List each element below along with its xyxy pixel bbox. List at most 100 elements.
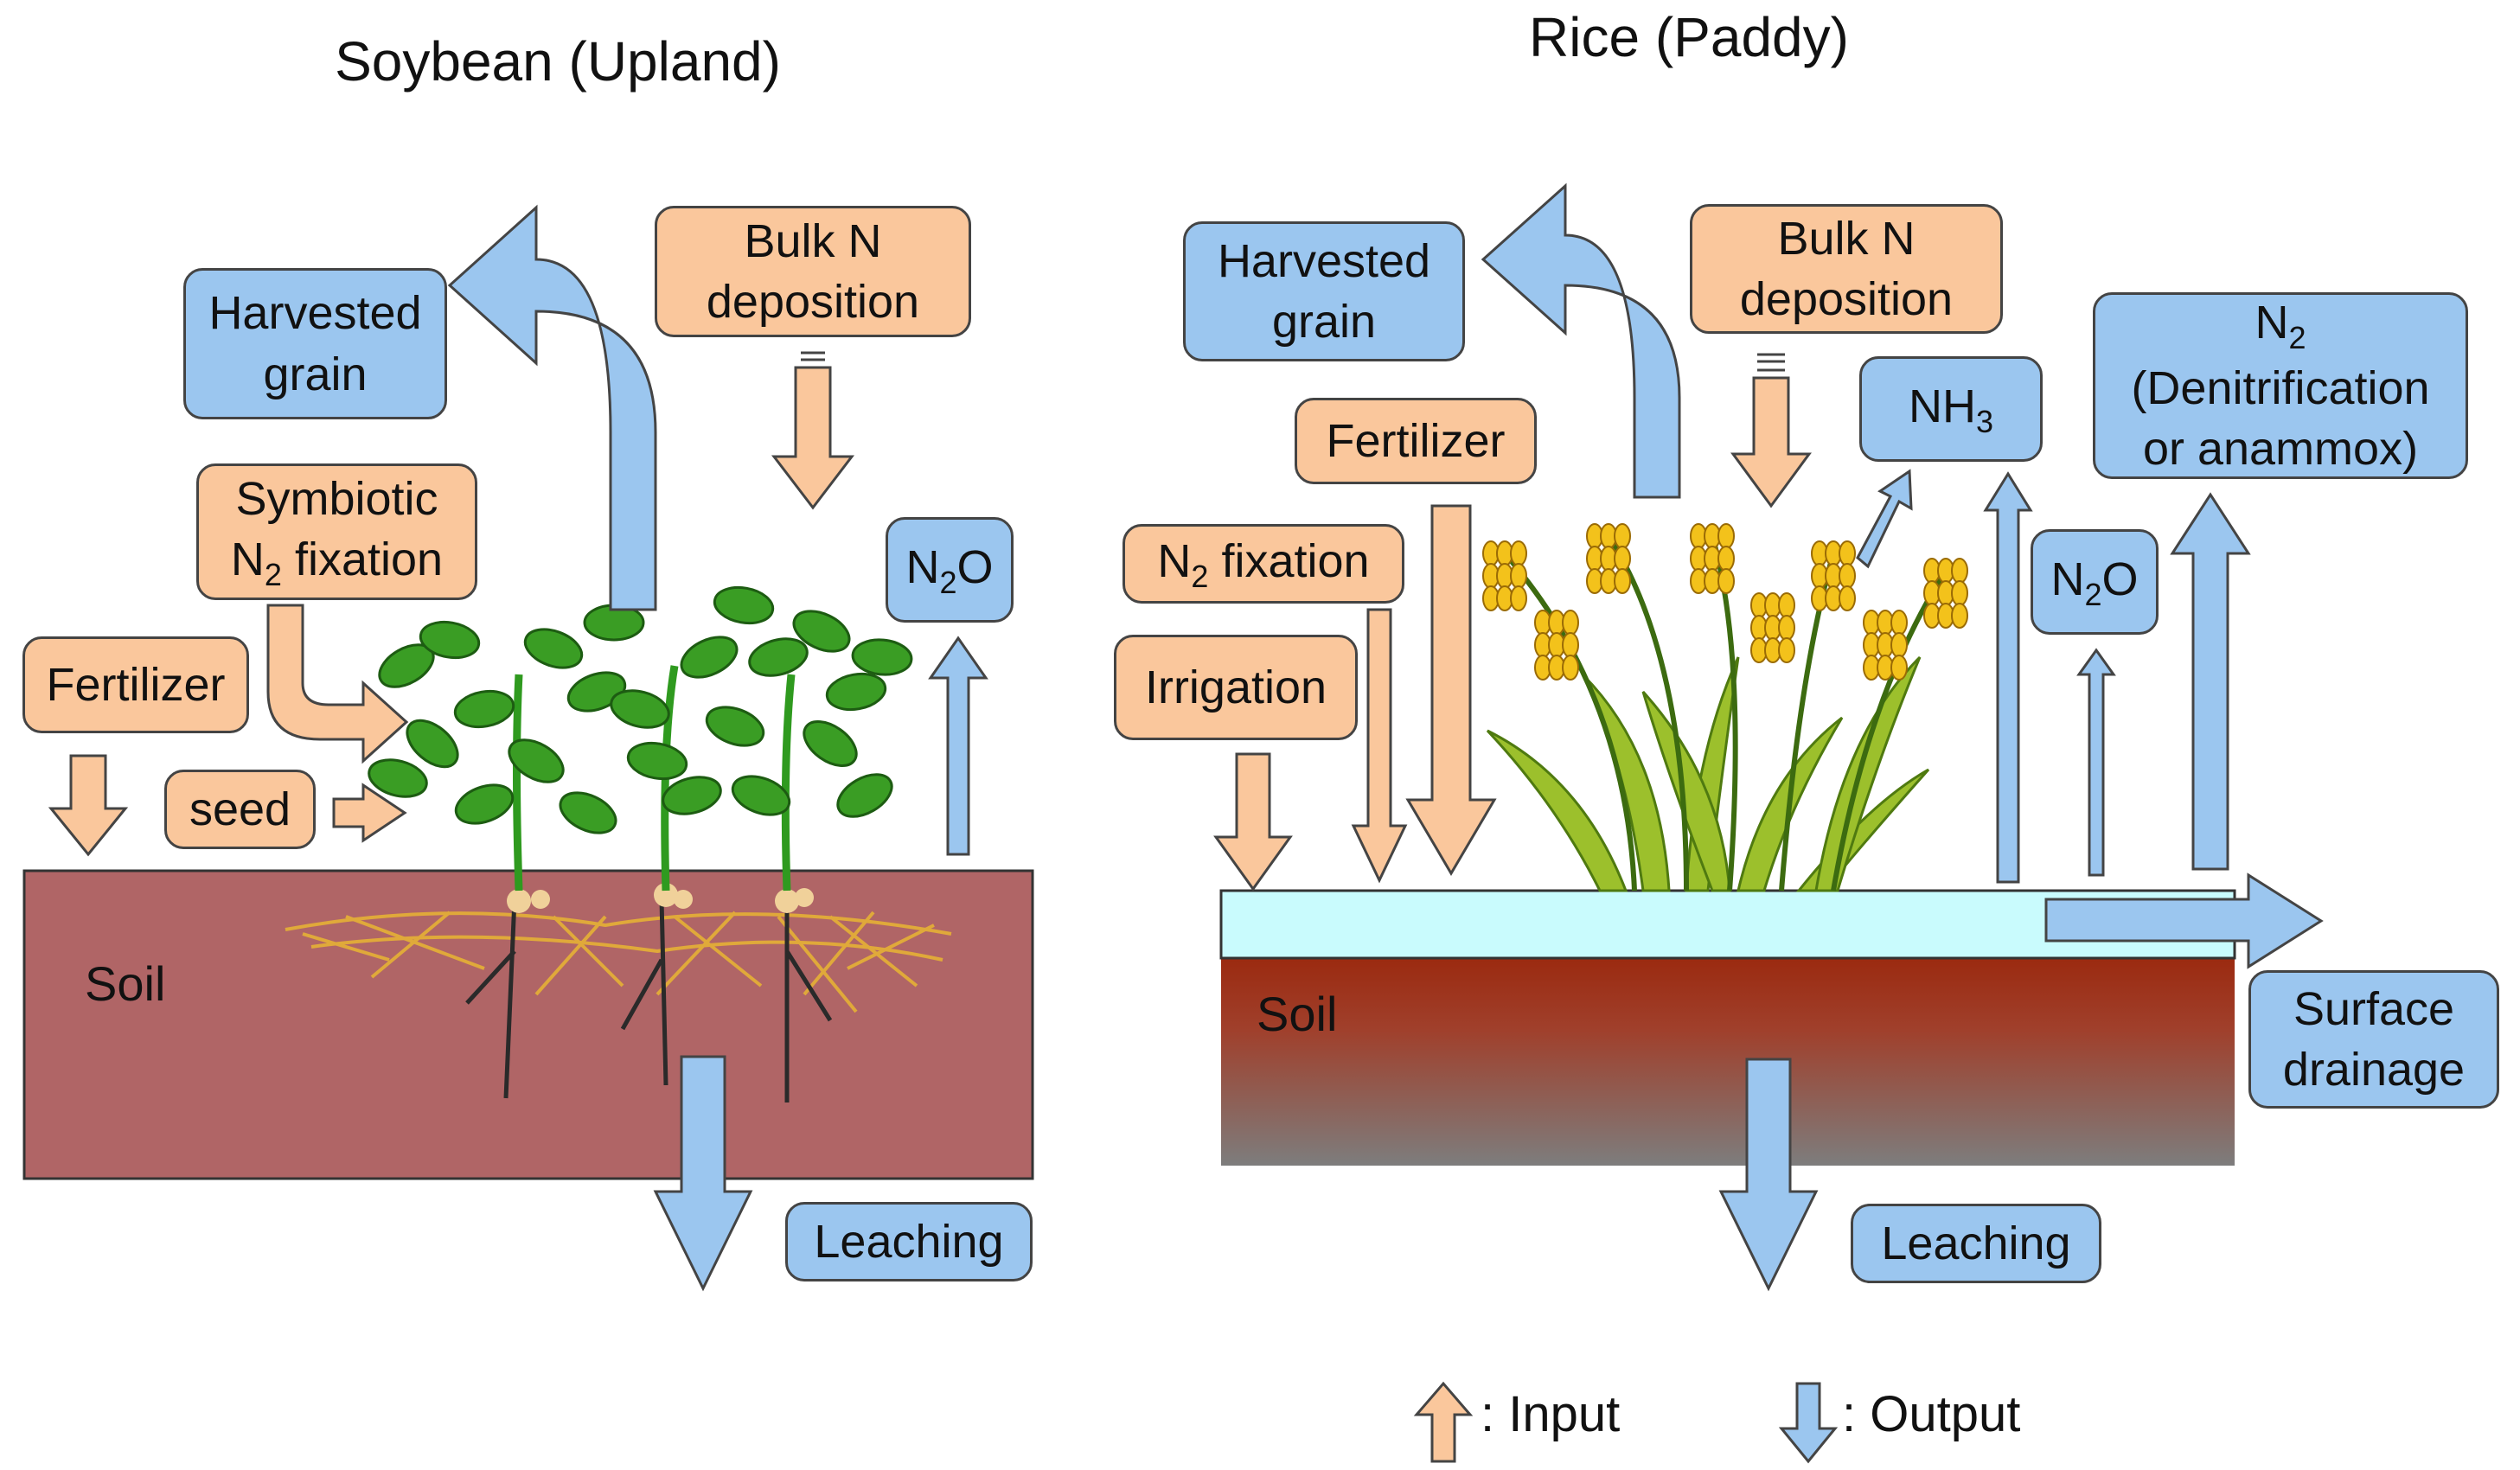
soybean-leaf [731, 775, 791, 816]
soybean-leaching-label: Leaching [814, 1215, 1004, 1268]
rice-nh3-arrow [1856, 469, 1913, 569]
soybean-bulk-line2: deposition [706, 276, 920, 328]
rice-grain [1614, 523, 1631, 549]
rice-n2fix-label: N2 fixation [1157, 531, 1369, 598]
fixation-word: fixation [1208, 534, 1370, 587]
rice-nh3-label: NH3 [1909, 376, 1993, 443]
n-symbol: N [1157, 534, 1192, 587]
rice-grain [1562, 655, 1579, 681]
soybean-harvest-arrow [447, 204, 657, 611]
rice-grain [1510, 585, 1527, 611]
rice-leaching-arrow [1718, 1058, 1819, 1292]
rice-grain [1951, 603, 1968, 629]
soybean-leaf [792, 610, 851, 653]
n-symbol: N [905, 540, 940, 593]
rice-grain [1778, 637, 1795, 663]
rice-harvest-arrow [1481, 182, 1681, 499]
rice-grains [1482, 523, 1968, 681]
subscript-2: 2 [2288, 319, 2306, 355]
soybean-n2o-label: N2O [905, 537, 993, 604]
n-symbol: N [2255, 296, 2289, 348]
rice-harvested-line2: grain [1271, 296, 1377, 348]
rice-grain [1778, 592, 1795, 618]
rice-grain [1951, 558, 1968, 584]
o-symbol: O [956, 540, 994, 593]
o-symbol: O [2101, 553, 2139, 605]
soybean-roots [285, 911, 952, 1013]
rice-grain [1717, 546, 1735, 572]
rice-grain [1510, 563, 1527, 589]
subscript-3: 3 [1975, 403, 1994, 439]
rice-grain [1890, 610, 1908, 636]
rice-bulk-arrow [1730, 353, 1812, 508]
rice-surface-line1: Surface [2293, 982, 2455, 1035]
soybean-fertilizer-box: Fertilizer [22, 636, 249, 733]
soybean-leaf [705, 706, 765, 747]
rice-title: Rice (Paddy) [1529, 6, 1849, 68]
soybean-soil-label: Soil [85, 956, 166, 1011]
rice-n2-denitrification-box: N2 (Denitrification or anammox) [2093, 292, 2468, 479]
soybean-leaf [368, 758, 428, 798]
legend-input-label: : Input [1481, 1386, 1621, 1442]
soybean-leaching-arrow [653, 1055, 753, 1292]
rice-fertilizer-label: Fertilizer [1326, 414, 1506, 467]
rice-irrigation-arrow [1213, 752, 1293, 892]
rice-grain [1778, 615, 1795, 641]
soybean-symbiotic-line2: N2 fixation [231, 529, 443, 596]
soybean-symbiotic-line1: Symbiotic [235, 472, 438, 525]
rice-soil-label: Soil [1257, 987, 1338, 1041]
soybean-n2o-box: N2O [886, 517, 1014, 623]
rice-grain [1614, 546, 1631, 572]
rice-bulk-line2: deposition [1739, 273, 1954, 325]
rice-fertilizer-arrow [1405, 504, 1497, 876]
rice-grain [1614, 568, 1631, 594]
rice-leaching-label: Leaching [1881, 1217, 2071, 1269]
soybean-fertilizer-label: Fertilizer [46, 658, 226, 711]
fixation-word: fixation [281, 533, 444, 585]
soybean-seed-label: seed [189, 783, 291, 835]
rice-irrigation-box: Irrigation [1114, 635, 1358, 740]
soybean-leaf [406, 719, 459, 769]
rice-harvested-line1: Harvested [1217, 234, 1431, 287]
rice-grain [1839, 540, 1856, 566]
rice-grain [1890, 655, 1908, 681]
rice-grain [1562, 610, 1579, 636]
root-nodules [507, 883, 814, 913]
n-symbol: N [230, 533, 265, 585]
rice-leaves [1486, 655, 1930, 892]
subscript-2: 2 [1191, 558, 1209, 594]
soybean-seed-box: seed [164, 770, 316, 849]
paddy-soil [1221, 958, 2235, 1166]
soybean-leaf [748, 637, 809, 677]
rice-n2-fixation-box: N2 fixation [1122, 524, 1404, 604]
soybean-leaf [626, 741, 688, 781]
soybean-leaf [851, 638, 913, 676]
rice-grain [1717, 523, 1735, 549]
rice-n2-line3: or anammox) [2142, 423, 2419, 476]
soybean-leaf [453, 689, 515, 729]
rice-n2o-box: N2O [2031, 529, 2159, 635]
soybean-leaf [419, 620, 481, 660]
soybean-harvested-line1: Harvested [208, 287, 422, 340]
legend-input-arrow-icon [1413, 1381, 1474, 1463]
soybean-leaf [836, 773, 893, 818]
soybean-symbiotic-fixation-box: Symbiotic N2 fixation [196, 463, 477, 600]
soybean-harvested-line2: grain [263, 348, 368, 400]
soybean-leaf [523, 628, 584, 669]
rice-leaching-box: Leaching [1851, 1204, 2101, 1283]
rice-n2fix-arrow [1351, 608, 1408, 884]
soybean-leaf [454, 783, 515, 825]
soybean-harvested-grain-box: Harvested grain [183, 268, 447, 419]
soybean-leaching-box: Leaching [785, 1202, 1033, 1281]
rice-grain [1717, 568, 1735, 594]
soybean-leaf [559, 791, 617, 834]
rice-grain [1951, 580, 1968, 606]
legend-output-label: : Output [1842, 1386, 2021, 1442]
soybean-seed-arrow [332, 783, 407, 843]
soybean-fertilizer-arrow [48, 754, 129, 857]
subscript-2: 2 [2084, 576, 2102, 612]
rice-drainage-arrow [2044, 872, 2324, 969]
rice-n2-arrow [2170, 492, 2251, 871]
